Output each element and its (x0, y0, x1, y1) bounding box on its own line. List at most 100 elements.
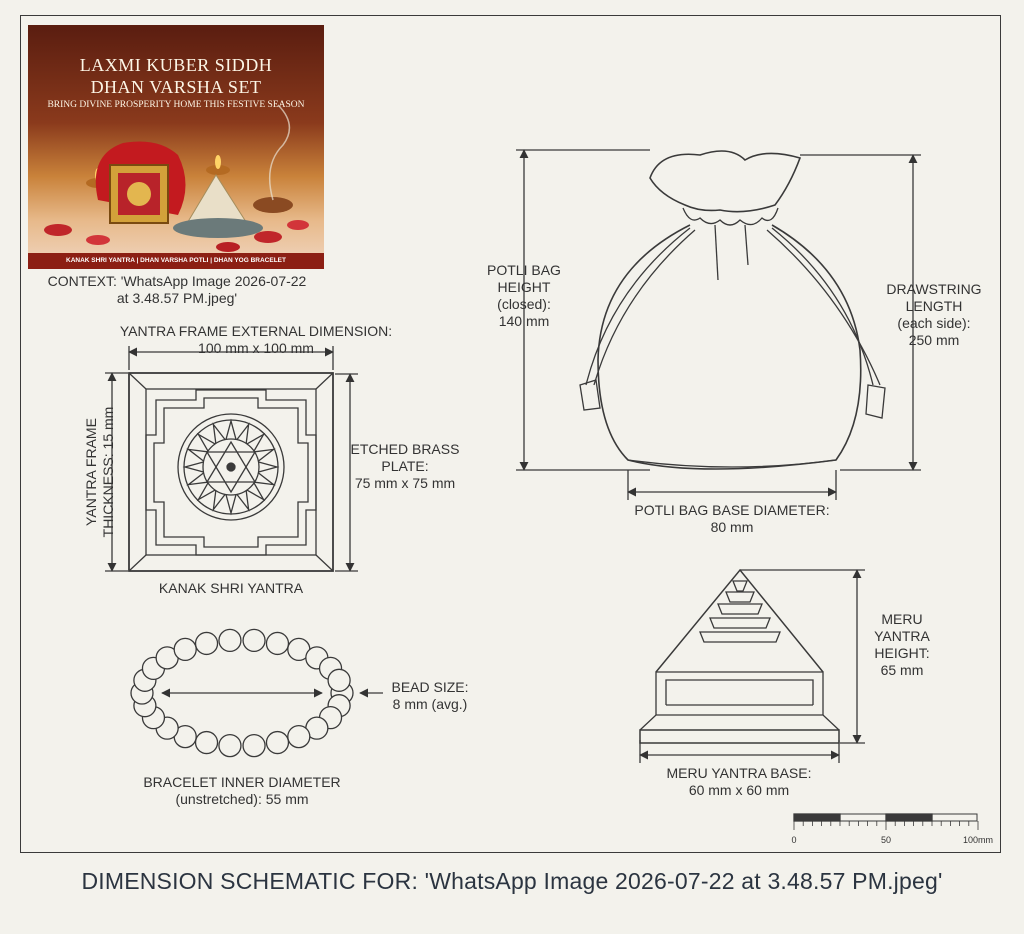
potli-height-line4: 140 mm (498, 313, 550, 329)
yantra-drawing (105, 346, 358, 572)
meru-height-label: MERU YANTRA HEIGHT: 65 mm (862, 611, 942, 679)
lotus-petal (212, 490, 226, 512)
yantra-triangle-up (205, 440, 257, 483)
context-label-line1: CONTEXT: 'WhatsApp Image 2026-07-22 (47, 273, 307, 289)
photo-tagline: BRING DIVINE PROSPERITY HOME THIS FESTIV… (47, 100, 305, 110)
meru-base-plinth (639, 729, 840, 744)
potli-height-line1: POTLI BAG (487, 262, 561, 278)
lotus-petal (246, 432, 266, 452)
lotus-petal (254, 472, 276, 486)
yantra-plate-line1: ETCHED BRASS (350, 441, 460, 457)
lotus-petal (254, 448, 276, 462)
drawstring-line4: 250 mm (908, 332, 960, 348)
meru-yantra-drawing (639, 568, 865, 763)
potli-base-label: POTLI BAG BASE DIAMETER: 80 mm (612, 502, 852, 536)
yantra-outer-frame (128, 372, 334, 572)
bracelet-bead (218, 733, 242, 758)
bracelet-bead (265, 730, 290, 755)
lotus-petal (186, 472, 208, 486)
meru-height-line2: YANTRA (874, 628, 930, 644)
context-label: CONTEXT: 'WhatsApp Image 2026-07-22 at 3… (22, 273, 332, 307)
bracelet-bead (287, 724, 311, 749)
bracelet-bead (194, 631, 219, 656)
meru-base-line1: MERU YANTRA BASE: (666, 765, 812, 781)
potli-bag-body (597, 224, 862, 470)
bracelet-drawing (130, 628, 383, 758)
lotus-petal (246, 482, 266, 502)
yantra-bhupura-inner (153, 397, 309, 548)
yantra-bhupura-outer (145, 389, 317, 556)
lotus-petal (225, 494, 237, 516)
photo-title-line1: LAXMI KUBER SIDDH (79, 55, 273, 75)
meru-height-line4: 65 mm (880, 662, 924, 678)
context-label-line2: at 3.48.57 PM.jpeg' (116, 290, 238, 306)
yantra-lotus-petals (182, 418, 280, 516)
meru-base-line2: 60 mm x 60 mm (688, 782, 790, 798)
drawstring-line3: (each side): (897, 315, 971, 331)
lotus-petal (212, 422, 226, 444)
bracelet-bead (242, 628, 266, 653)
potli-height-line3: (closed): (497, 296, 551, 312)
lotus-petal (182, 461, 204, 473)
bracelet-bead (173, 637, 197, 662)
lotus-petal (225, 418, 237, 440)
yantra-plate-label: ETCHED BRASS PLATE: 75 mm x 75 mm (340, 441, 470, 492)
bracelet-inner-diameter-label: BRACELET INNER DIAMETER (unstretched): 5… (122, 774, 362, 808)
photo-bottom-strip: KANAK SHRI YANTRA | DHAN VARSHA POTLI | … (28, 253, 324, 269)
lotus-petal (236, 422, 250, 444)
bracelet-bead (218, 628, 242, 653)
meru-tiers (699, 580, 781, 643)
bracelet-inner-line1: BRACELET INNER DIAMETER (143, 774, 341, 790)
meru-pyramid-outline (655, 568, 824, 673)
yantra-plate-line3: 75 mm x 75 mm (354, 475, 456, 491)
bead-size-line1: BEAD SIZE: (391, 679, 469, 695)
drawstring-left-tassel (579, 379, 601, 411)
meru-tier (709, 617, 771, 629)
drawstring-left (585, 227, 691, 386)
context-product-photo: LAXMI KUBER SIDDH DHAN VARSHA SET BRING … (28, 25, 324, 269)
yantra-thickness-line2: THICKNESS: 15 mm (100, 406, 116, 538)
lotus-petal (236, 490, 250, 512)
drawstring-right-tassel (865, 384, 886, 419)
meru-tier (717, 603, 763, 615)
potli-base-line2: 80 mm (710, 519, 754, 535)
bracelet-bead (194, 730, 219, 755)
potli-height-label: POTLI BAG HEIGHT (closed): 140 mm (474, 262, 574, 330)
scale-bar (793, 813, 979, 830)
meru-base-label: MERU YANTRA BASE: 60 mm x 60 mm (644, 765, 834, 799)
meru-height-line3: HEIGHT: (874, 645, 930, 661)
meru-tier (725, 591, 755, 603)
bracelet-bead (265, 631, 290, 656)
schematic-title: DIMENSION SCHEMATIC FOR: 'WhatsApp Image… (81, 868, 943, 894)
yantra-name-label: KANAK SHRI YANTRA (158, 580, 304, 596)
potli-height-line2: HEIGHT (497, 279, 551, 295)
yantra-outer-circle (177, 413, 285, 521)
yantra-thickness-line1: YANTRA FRAME (83, 418, 99, 526)
yantra-external-dimension-label: YANTRA FRAME EXTERNAL DIMENSION: 100 mm … (96, 323, 416, 357)
bracelet-bead (327, 668, 351, 692)
bracelet-bead (242, 733, 266, 758)
schematic-frame (20, 15, 1001, 853)
potli-base-line1: POTLI BAG BASE DIAMETER: (634, 502, 830, 518)
bracelet-inner-line2: (unstretched): 55 mm (175, 791, 309, 807)
potli-top-ruffle (649, 150, 802, 213)
drawstring-right (771, 227, 874, 386)
lotus-petal (186, 448, 208, 462)
meru-base-block (655, 671, 824, 715)
photo-illustration (44, 104, 309, 252)
yantra-external-line2: 100 mm x 100 mm (198, 340, 314, 356)
scale-tick-0: 0 (791, 835, 796, 845)
yantra-thickness-label: YANTRA FRAME THICKNESS: 15 mm (83, 402, 117, 542)
yantra-plate-line2: PLATE: (381, 458, 429, 474)
bead-size-line2: 8 mm (avg.) (392, 696, 468, 712)
lotus-petal (196, 482, 216, 502)
drawstring-line1: DRAWSTRING (886, 281, 982, 297)
scale-tick-50: 50 (881, 835, 891, 845)
photo-title-line2: DHAN VARSHA SET (90, 77, 262, 97)
lotus-petal (258, 461, 280, 473)
potli-bag-drawing (516, 149, 921, 500)
drawstring-length-label: DRAWSTRING LENGTH (each side): 250 mm (874, 281, 994, 349)
meru-tier (732, 580, 748, 592)
yantra-external-line1: YANTRA FRAME EXTERNAL DIMENSION: (119, 323, 393, 339)
